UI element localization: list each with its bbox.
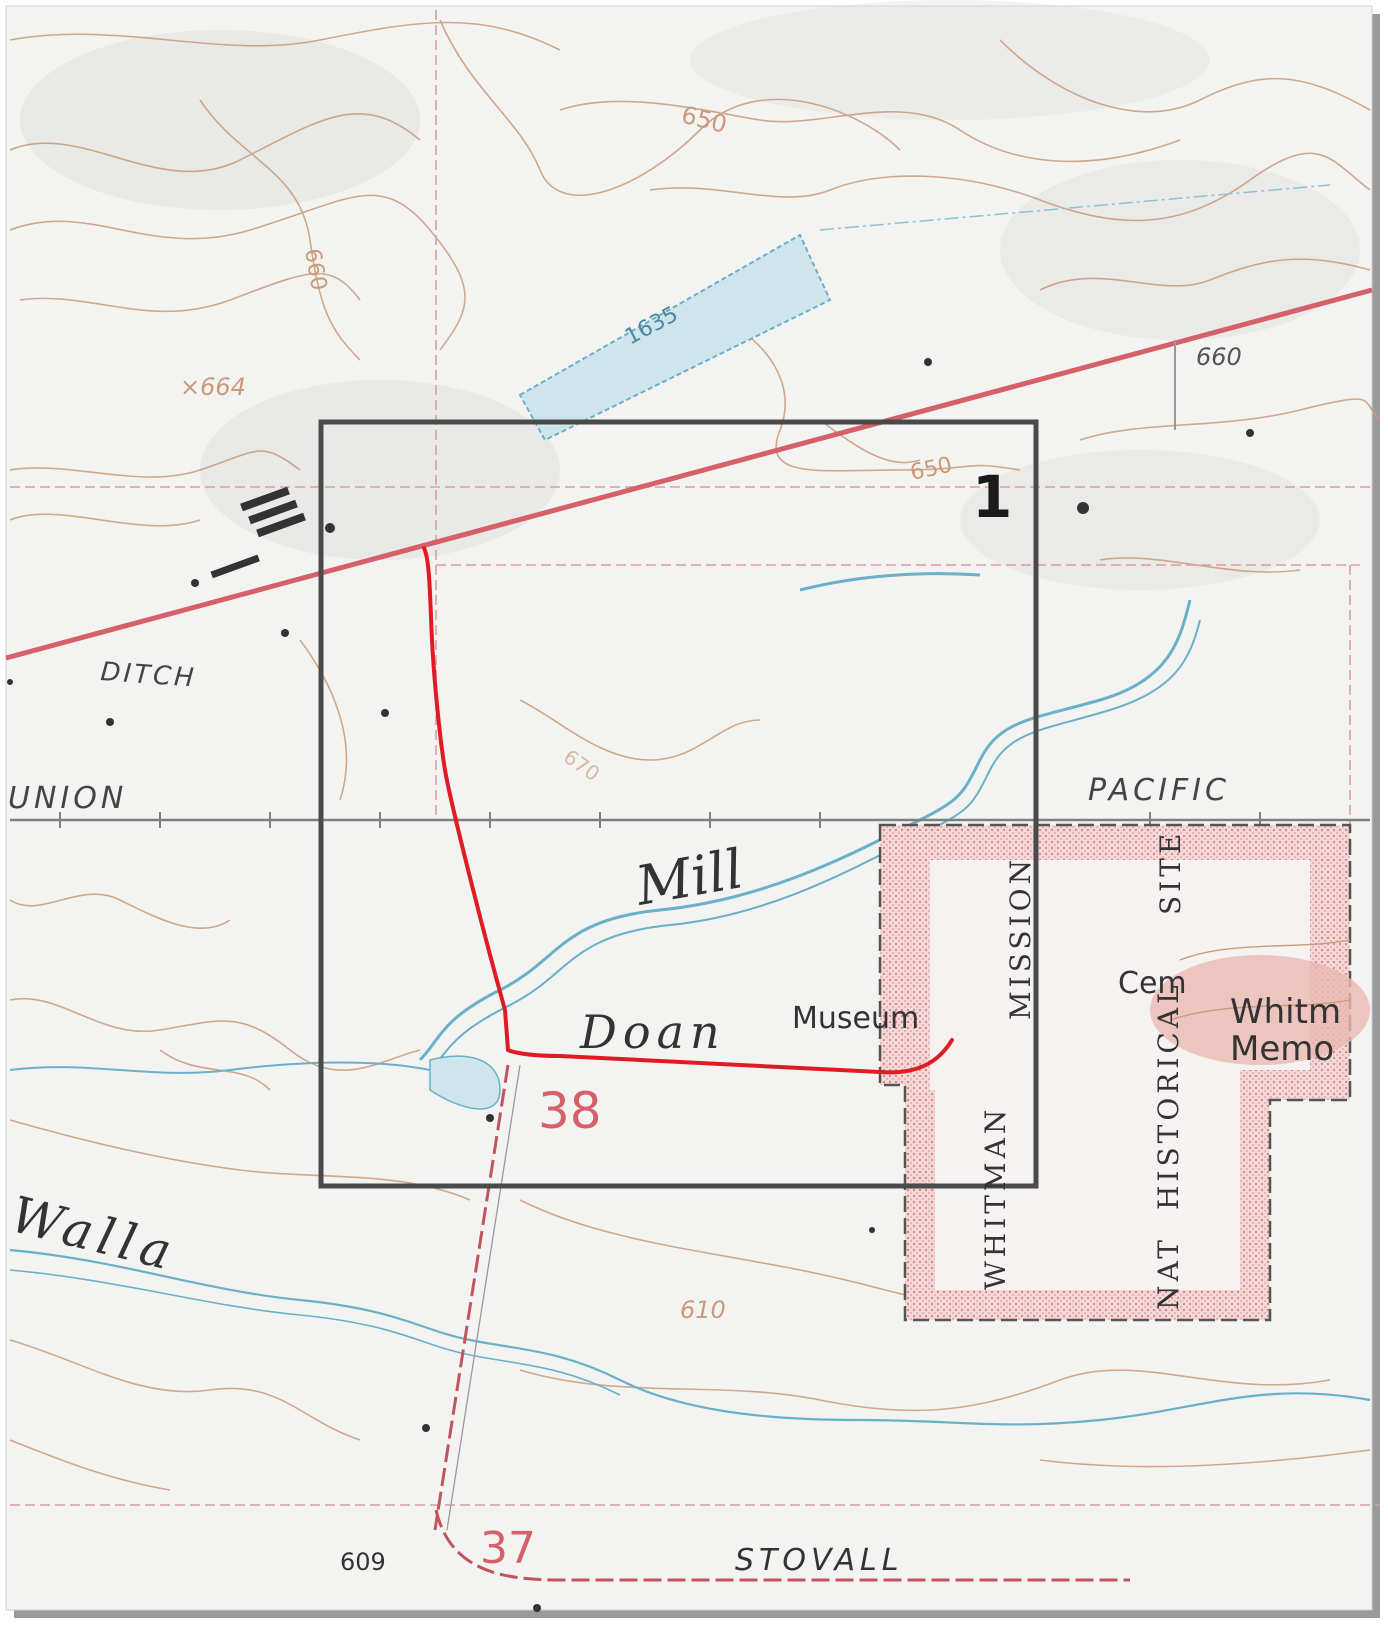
label-route-38: 38 <box>538 1082 602 1140</box>
label-elev-610: 610 <box>680 1296 726 1324</box>
relief-shading <box>20 0 1360 590</box>
label-union: UNION <box>8 781 127 816</box>
frame-label: 1 <box>972 463 1012 531</box>
label-doan: Doan <box>579 1005 726 1059</box>
label-pacific: PACIFIC <box>1088 773 1230 808</box>
label-nat: NAT <box>1152 1236 1185 1310</box>
pond-1635 <box>518 233 832 442</box>
label-museum: Museum <box>792 1001 919 1036</box>
label-whitman-memorial-line2: Memo <box>1230 1029 1334 1069</box>
label-whitman: WHITMAN <box>979 1106 1012 1290</box>
dashed-roads <box>433 1064 1130 1582</box>
label-cem: Cem <box>1118 966 1187 1001</box>
route-line <box>422 546 954 1075</box>
highway <box>5 287 1373 661</box>
label-mission: MISSION <box>1004 856 1037 1020</box>
label-ditch: DITCH <box>100 657 198 694</box>
map-sheet <box>5 5 1373 1611</box>
label-elev-609: 609 <box>340 1548 386 1576</box>
study-area-frame <box>318 419 1039 1189</box>
label-spot-664: ×664 <box>180 373 246 401</box>
union-pacific-railroad <box>10 812 1370 828</box>
label-site: SITE <box>1154 830 1187 915</box>
label-whitman-memorial-line1: Whitm <box>1230 992 1341 1032</box>
whitman-mission-site <box>878 823 1370 1322</box>
contour-lines <box>9 19 1381 1491</box>
label-elev-660-right: 660 <box>1196 343 1242 371</box>
label-stovall: STOVALL <box>735 1543 903 1578</box>
building-symbols <box>7 358 1254 1612</box>
label-historical: HISTORICAL <box>1152 981 1185 1210</box>
label-route-37: 37 <box>480 1523 536 1574</box>
